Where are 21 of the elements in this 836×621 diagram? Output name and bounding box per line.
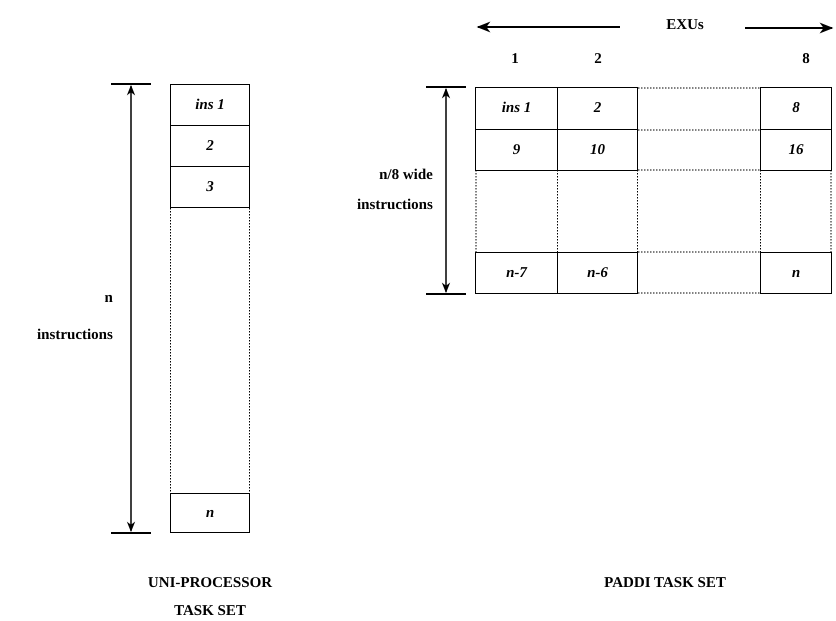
instruction-cell: 2 xyxy=(170,125,250,167)
label-text: 2 xyxy=(593,50,603,68)
instruction-cell: 9 xyxy=(475,129,558,171)
instruction-cell: 3 xyxy=(170,166,250,208)
instruction-cell: ins 1 xyxy=(170,84,250,126)
label-text: n instructions xyxy=(37,289,113,345)
label-text: PADDI TASK SET xyxy=(603,574,727,593)
instruction-cell: n xyxy=(170,493,250,533)
instruction-cell: 8 xyxy=(760,87,832,130)
label-text: EXUs xyxy=(665,16,705,34)
instruction-cell: 2 xyxy=(557,87,638,130)
label-text: UNI-PROCESSOR TASK SET xyxy=(146,574,274,621)
instruction-cell: n xyxy=(760,252,832,294)
instruction-cell: ins 1 xyxy=(475,87,558,130)
label-text: 8 xyxy=(801,50,811,68)
instruction-cell: 10 xyxy=(557,129,638,171)
instruction-cell: 16 xyxy=(760,129,832,171)
label-text: 1 xyxy=(510,50,520,68)
label-text: n/8 wide instructions xyxy=(357,166,433,215)
instruction-cell: n-7 xyxy=(475,252,558,294)
instruction-cell: n-6 xyxy=(557,252,638,294)
